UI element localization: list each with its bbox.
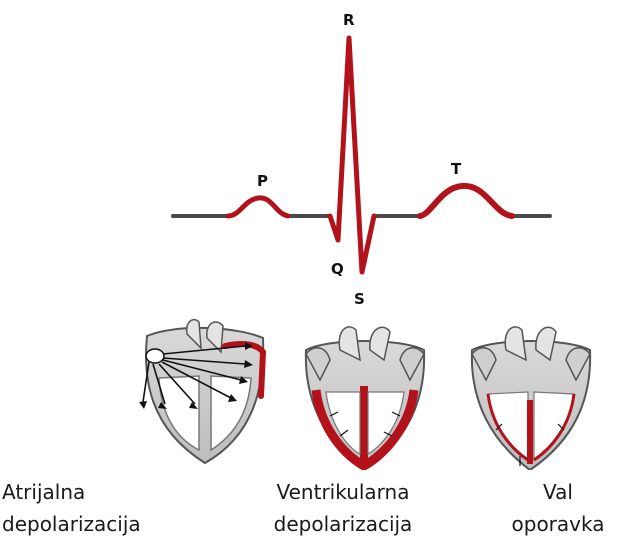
label-t: T	[451, 160, 462, 178]
caption-row: Atrijalna depolarizacija Ventrikularna d…	[0, 476, 629, 556]
p-wave	[228, 198, 288, 216]
label-s: S	[354, 290, 365, 308]
label-q: Q	[331, 260, 344, 278]
label-p: P	[257, 172, 268, 190]
caption-atrial: Atrijalna depolarizacija	[2, 476, 141, 540]
caption-recovery-line2: oporavka	[498, 508, 618, 540]
ecg-diagram: R P T Q S	[0, 0, 629, 470]
caption-ventricular: Ventrikularna depolarizacija	[258, 476, 428, 540]
qrs-complex	[330, 38, 374, 272]
caption-recovery-line1: Val	[498, 476, 618, 508]
t-wave	[420, 186, 512, 216]
caption-ventricular-line1: Ventrikularna	[258, 476, 428, 508]
caption-ventricular-line2: depolarizacija	[258, 508, 428, 540]
heart-recovery-icon	[472, 327, 590, 470]
label-r: R	[343, 11, 355, 29]
caption-recovery: Val oporavka	[498, 476, 618, 540]
heart-ventricular-icon	[306, 327, 424, 470]
caption-atrial-line1: Atrijalna	[2, 476, 141, 508]
heart-atrial-icon	[139, 320, 263, 463]
ecg-trace	[173, 38, 550, 272]
caption-atrial-line2: depolarizacija	[2, 508, 141, 540]
